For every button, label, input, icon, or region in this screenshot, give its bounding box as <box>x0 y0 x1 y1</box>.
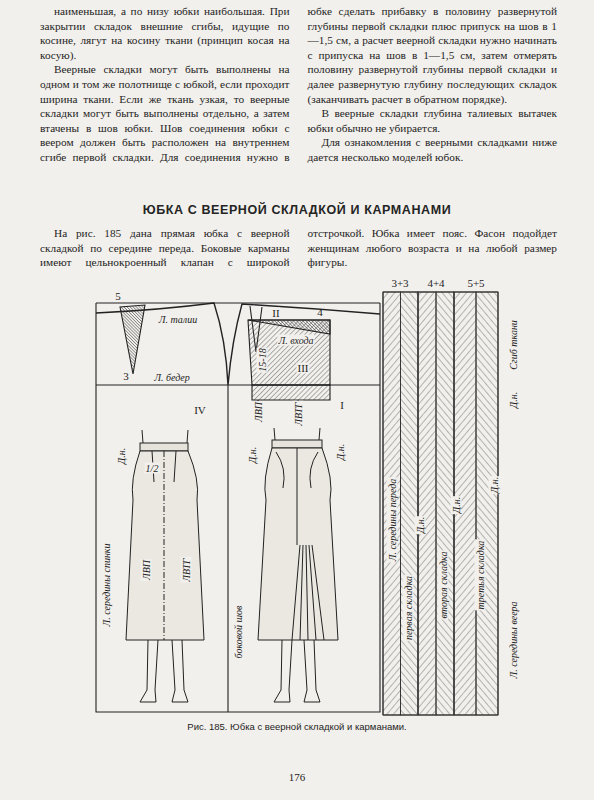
pattern-label: Л. входа <box>277 335 314 346</box>
callout-number: 5+5 <box>466 278 485 289</box>
text-columns: На рис. 185 дана прямая юбка с веерной с… <box>40 226 557 270</box>
vertical-label: ЛВТГ <box>293 401 304 427</box>
pattern-label: II <box>271 308 280 319</box>
body-paragraph: На рис. 185 дана прямая юбка с веерной с… <box>40 226 557 270</box>
strip-hatch <box>383 292 401 715</box>
vertical-label: Д.н. <box>508 391 519 409</box>
vertical-label: Д.н. <box>451 496 462 514</box>
vertical-label: боковой шов <box>233 605 244 660</box>
pattern-label: IV <box>193 405 207 416</box>
strip-hatch <box>401 292 419 715</box>
vertical-label: Л. середины спинки <box>101 542 112 627</box>
front-torso <box>274 428 320 440</box>
pattern-label: I <box>339 400 345 411</box>
pattern-label: III <box>297 363 310 374</box>
vertical-label: Д.н. <box>335 443 346 461</box>
pocket-piece <box>248 320 330 385</box>
vertical-label: Сгиб ткани <box>508 319 519 371</box>
callout-number: 4+4 <box>426 278 445 289</box>
back-skirt <box>126 451 204 640</box>
pattern-label: Л. бедер <box>153 372 191 383</box>
vertical-label: Л. середины переда <box>387 478 398 563</box>
back-legs <box>140 640 188 702</box>
vertical-label: первая складка <box>403 575 414 641</box>
vertical-label: ЛВТГ <box>181 557 192 583</box>
callout-number: 5 <box>114 291 122 302</box>
front-waistband <box>272 440 322 448</box>
back-centre-line <box>164 451 165 640</box>
frame-lines <box>96 303 380 712</box>
callout-number: 3+3 <box>390 278 409 289</box>
vertical-label: Д.н. <box>116 447 127 465</box>
pocket-extension <box>252 385 330 400</box>
strip-hatch <box>418 292 436 715</box>
vertical-label: Д.н. <box>489 476 500 494</box>
callout-number: 3 <box>122 371 130 382</box>
waist-hip-curves <box>96 303 380 385</box>
figure-caption: Рис. 185. Юбка с веерной складкой и карм… <box>0 721 594 732</box>
page-number: 176 <box>288 772 307 783</box>
body-paragraph: В веерные складки глубина талиевых вытач… <box>308 106 558 135</box>
fan-pleat <box>292 448 324 640</box>
section-heading: ЮБКА С ВЕЕРНОЙ СКЛАДКОЙ И КАРМАНАМИ <box>0 203 594 217</box>
body-paragraph: наименьшая, а по низу юбки наибольшая. П… <box>40 4 290 62</box>
front-legs <box>274 640 320 702</box>
vertical-label: Д.н. <box>247 446 258 464</box>
vertical-label: 15-18 <box>257 347 268 372</box>
fan-strips <box>383 292 498 715</box>
back-dart <box>120 305 145 374</box>
vertical-label: третья складка <box>475 540 486 611</box>
front-figure <box>258 428 338 702</box>
back-waistband <box>140 443 188 451</box>
vertical-label: Л. середины веера <box>508 600 519 679</box>
pattern-lines <box>96 303 380 712</box>
pattern-label: Л. талии <box>158 314 198 325</box>
back-torso <box>142 430 188 443</box>
vertical-label: вторая складка <box>438 551 449 620</box>
strip-outline <box>383 292 498 715</box>
back-figure <box>126 430 204 702</box>
vertical-label: ЛВП <box>141 559 152 581</box>
pocket-entry <box>248 320 330 334</box>
strip-hatch <box>476 292 498 715</box>
callout-number: 4 <box>316 307 324 318</box>
vertical-label: ЛВП <box>253 401 264 423</box>
pattern-label: 1/2 <box>145 463 160 474</box>
vertical-label: Д.н. <box>415 516 426 534</box>
front-skirt <box>258 448 338 640</box>
text-columns: наименьшая, а по низу юбки наибольшая. П… <box>40 4 557 165</box>
body-paragraph: Для ознакомления с веерными складками ни… <box>308 135 558 164</box>
